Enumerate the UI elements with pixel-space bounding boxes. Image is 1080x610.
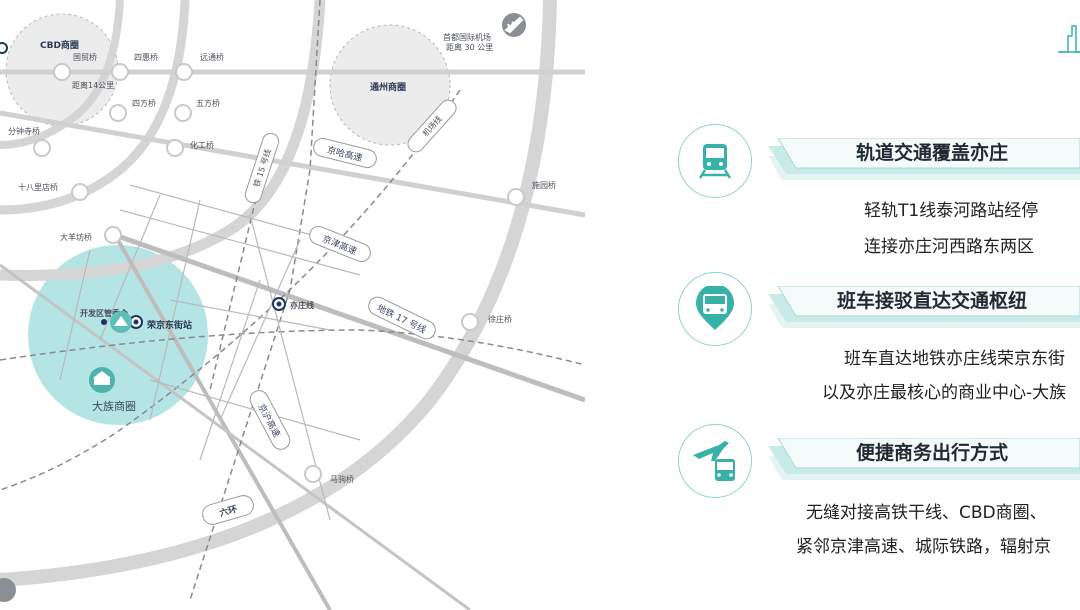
section-line: 紧邻京津高速、城际铁路，辐射京 (796, 537, 1051, 557)
section-rail: 轨道交通覆盖亦庄 轻轨T1线泰河路站经停 连接亦庄河西路东两区 (676, 124, 1080, 264)
icon-badge (678, 424, 752, 498)
ring-road-inner (0, 0, 190, 215)
node-majuqiao (304, 465, 322, 483)
plane-bus-icon (687, 433, 743, 489)
road-south (113, 234, 332, 610)
label-jiaoqiao: 施园桥 (532, 180, 556, 190)
label-majuqiao: 马驹桥 (330, 474, 354, 484)
label-wufang: 五方桥 (196, 98, 220, 108)
section-title: 便捷商务出行方式 (855, 442, 1008, 464)
label-dayangfang: 大羊坊桥 (60, 232, 92, 242)
node-sihui (111, 63, 129, 81)
section-line: 班车直达地铁亦庄线荣京东街 (844, 349, 1065, 369)
tongzhou-zone (329, 24, 451, 146)
label-dist14: 距离14公里 (72, 80, 114, 90)
label-rongjing: 荣京东街站 (146, 319, 192, 331)
ring-road-outer (0, 0, 557, 587)
label-guomao: 国贸桥 (73, 52, 97, 62)
project-site-icon (110, 311, 132, 333)
ring-road-inner2 (0, 0, 124, 149)
node-dayangfang (104, 226, 122, 244)
airplane-icon (502, 13, 526, 37)
label-yuanyuan: 远通桥 (200, 52, 224, 62)
icon-badge (678, 272, 752, 346)
node-huagong (166, 139, 184, 157)
location-dot-icon (101, 319, 107, 325)
road-diag (0, 263, 471, 610)
section-line: 无缝对接高铁干线、CBD商圈、 (806, 503, 1047, 523)
label-dazu: 大族商圈 (92, 399, 136, 413)
section-line: 轻轨T1线泰河路站经停 (864, 201, 1039, 221)
traffic-map: 京哈高速 京津高速 地铁 17 号线 京沪高速 铁 15 号线 机场线 六环 C… (0, 0, 585, 610)
title-ribbon (768, 138, 1080, 180)
label-kaifaqu: 开发区管委会 (80, 308, 128, 318)
label-sifang: 四方桥 (132, 98, 156, 108)
title-ribbon (768, 438, 1080, 480)
label-cbd: CBD商圈 (40, 39, 79, 51)
node-xuzhuang (461, 313, 479, 331)
node-jiaoqiao (507, 188, 525, 206)
node-shibalidian (71, 183, 89, 201)
airplane-icon (0, 578, 16, 602)
label-airport-2: 距离 30 公里 (446, 42, 493, 52)
ring-road-mid (0, 0, 326, 281)
metro-dashed-1 (189, 0, 321, 601)
node-guomao (53, 63, 71, 81)
label-xuzhuang: 徐庄桥 (488, 314, 512, 324)
label-yizhuangxian: 亦庄线 (290, 300, 314, 310)
label-sihui: 四惠桥 (134, 52, 158, 62)
label-airport-1: 首都国际机场 (443, 32, 491, 42)
node-fenzhongsi (33, 139, 51, 157)
road-jingjin (114, 232, 585, 403)
metro-station-icon (0, 42, 8, 54)
building-outline-icon (1058, 25, 1080, 53)
road-east-2 (0, 110, 585, 218)
label-tongzhou: 通州商圈 (370, 81, 406, 93)
title-ribbon (768, 286, 1080, 328)
metro-dashed-2 (0, 89, 461, 491)
dazu-zone (28, 245, 208, 425)
section-title: 班车接驳直达交通枢纽 (836, 290, 1027, 312)
bus-icon (687, 281, 743, 337)
metro-station-icon (272, 297, 286, 311)
label-huagong: 化工桥 (190, 140, 214, 150)
section-title: 轨道交通覆盖亦庄 (855, 142, 1008, 164)
train-icon (687, 133, 743, 189)
node-sifang (109, 104, 127, 122)
section-bus: 班车接驳直达交通枢纽 班车直达地铁亦庄线荣京东街 以及亦庄最核心的商业中心-大族 (676, 272, 1080, 412)
node-yuanyuan (175, 63, 193, 81)
node-wufang (174, 104, 192, 122)
section-line: 以及亦庄最核心的商业中心-大族 (822, 383, 1067, 403)
label-fenzhongsi: 分钟寺桥 (8, 126, 40, 136)
section-business: 便捷商务出行方式 无缝对接高铁干线、CBD商圈、 紧邻京津高速、城际铁路，辐射京 (676, 424, 1080, 574)
section-line: 连接亦庄河西路东两区 (864, 237, 1034, 257)
metro-dashed-3 (0, 329, 585, 366)
icon-badge (678, 124, 752, 198)
label-shibalidian: 十八里店桥 (18, 182, 58, 192)
mall-icon (89, 367, 115, 393)
